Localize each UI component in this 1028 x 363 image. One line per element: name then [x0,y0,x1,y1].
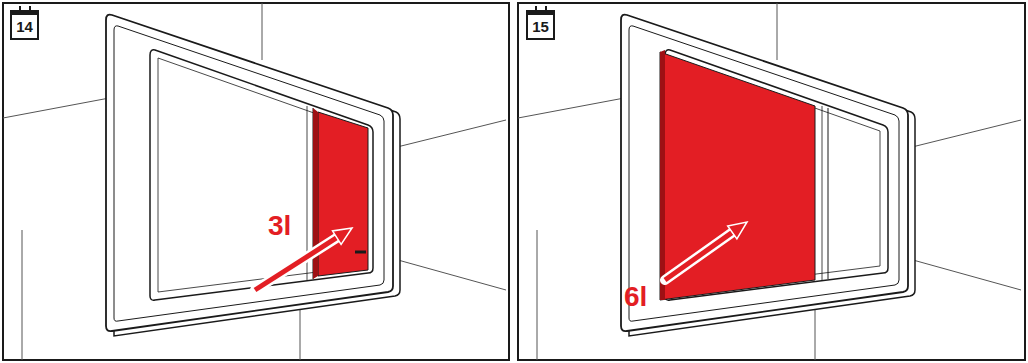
volume-label: 3l [268,212,291,240]
step-number: 14 [10,10,39,40]
volume-label: 6l [624,283,647,311]
calendar-ring [19,6,21,13]
step-text: 15 [532,19,549,34]
calendar-ring [545,6,547,13]
step-text: 14 [16,19,33,34]
calendar-ring [29,6,31,13]
step-number: 15 [526,10,555,40]
calendar-ring [535,6,537,13]
